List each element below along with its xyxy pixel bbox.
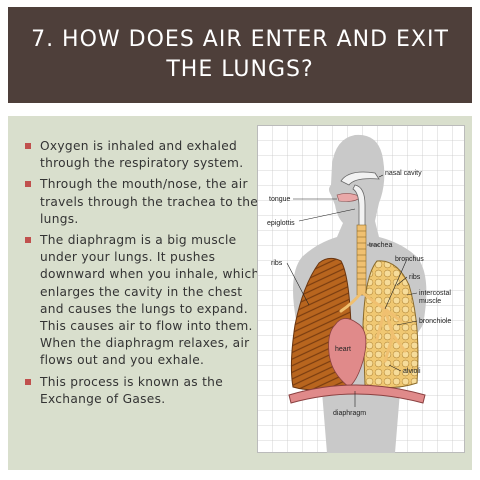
bullet-item: This process is known as the Exchange of… [24, 374, 264, 408]
label-trachea: trachea [369, 242, 392, 249]
label-tongue: tongue [269, 196, 291, 203]
label-bronchus: bronchus [395, 256, 424, 263]
bullet-square-icon [25, 378, 31, 385]
content-panel: Oxygen is inhaled and exhaled through th… [8, 116, 472, 470]
label-ribs-right: ribs [409, 274, 421, 281]
bullet-list: Oxygen is inhaled and exhaled through th… [24, 138, 264, 412]
diaphragm-shape [288, 384, 426, 404]
bullet-text: Through the mouth/nose, the air travels … [40, 177, 259, 226]
bronchial-tree [339, 291, 407, 363]
label-bronchiole: bronchiole [419, 318, 451, 325]
bullet-item: The diaphragm is a big muscle under your… [24, 232, 264, 370]
label-heart: heart [335, 346, 351, 353]
respiratory-system-diagram: nasal cavity tongue epiglottis trachea b… [257, 125, 465, 453]
slide-title: 7. How does air enter and exit the lungs… [31, 27, 449, 82]
bullet-item: Oxygen is inhaled and exhaled through th… [24, 138, 264, 172]
bullet-square-icon [25, 143, 31, 149]
bullet-square-icon [25, 237, 31, 244]
bullet-text: Oxygen is inhaled and exhaled through th… [40, 139, 244, 171]
bullet-square-icon [25, 181, 31, 188]
title-bar: 7. How does air enter and exit the lungs… [8, 7, 472, 103]
label-alvioli: alvioli [403, 368, 421, 375]
label-intercostal: intercostal [419, 290, 451, 297]
diagram-labels: nasal cavity tongue epiglottis trachea b… [267, 170, 451, 417]
label-nasal-cavity: nasal cavity [385, 170, 422, 177]
label-ribs-left: ribs [271, 260, 283, 267]
heart-shape [328, 318, 367, 388]
label-diaphragm: diaphragm [333, 410, 366, 417]
bullet-text: The diaphragm is a big muscle under your… [40, 233, 260, 368]
airway [336, 171, 380, 296]
bullet-item: Through the mouth/nose, the air travels … [24, 176, 264, 228]
label-intercostal-muscle: muscle [419, 298, 441, 305]
label-epiglottis: epiglottis [267, 220, 295, 227]
bullet-text: This process is known as the Exchange of… [40, 374, 223, 406]
